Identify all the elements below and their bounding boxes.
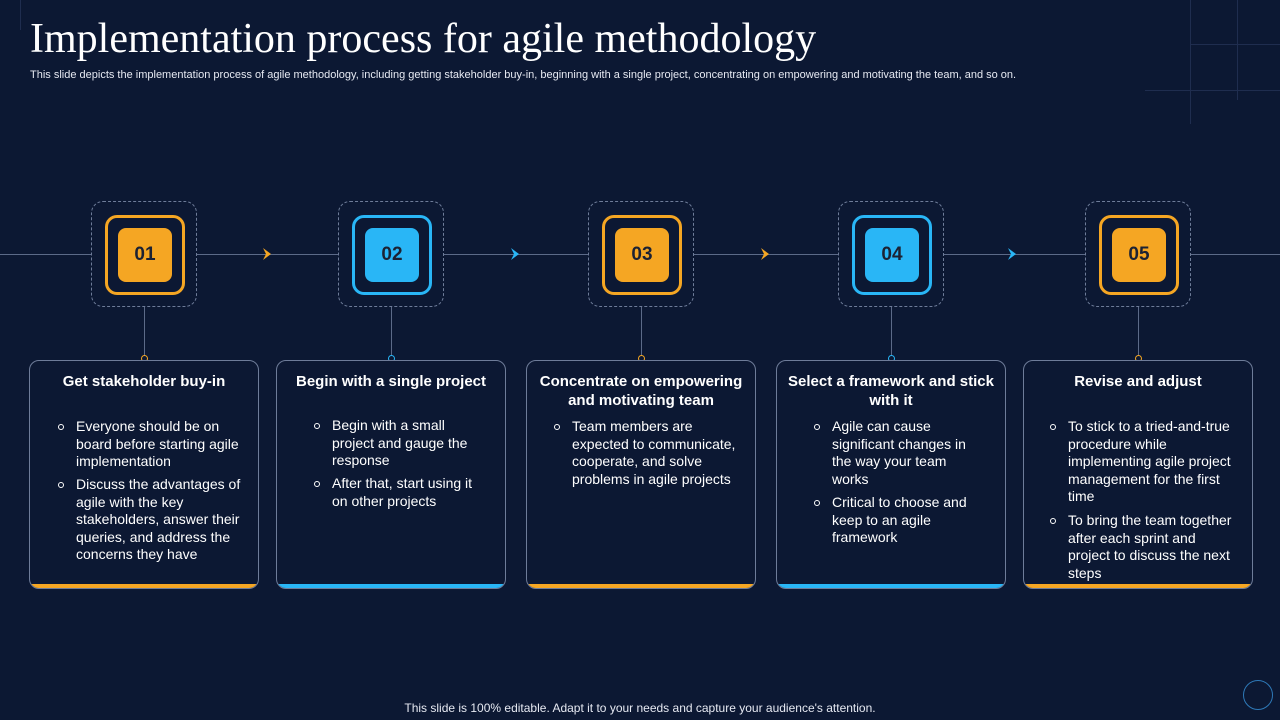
step-badge-ring: 05 (1099, 215, 1179, 295)
bullet-item: Team members are expected to communicate… (554, 418, 739, 488)
step-card: Select a framework and stick with it Agil… (776, 360, 1006, 589)
step-title: Revise and adjust (1074, 373, 1202, 390)
step-badge-ring: 03 (602, 215, 682, 295)
bullet-item: To stick to a tried-and-true procedure w… (1050, 418, 1238, 506)
bullet-item: To bring the team together after each sp… (1050, 512, 1238, 582)
step-number: 04 (865, 228, 919, 282)
step-title: Select a framework and stick with it (788, 373, 994, 409)
step-card: Concentrate on empowering and motivating… (526, 360, 756, 589)
step-badge-frame: 01 (91, 201, 197, 307)
card-accent-bar (1024, 584, 1252, 588)
bullet-list: Begin with a small project and gauge the… (314, 417, 483, 474)
bullet-list: Critical to choose and keep to an agile … (814, 494, 983, 551)
step-number: 05 (1112, 228, 1166, 282)
chevron-right-icon (761, 248, 769, 260)
decorative-circle (1243, 680, 1273, 710)
decorative-grid-line (1190, 0, 1191, 124)
bullet-item: Agile can cause significant changes in t… (814, 418, 983, 488)
bullet-item: Everyone should be on board before start… (58, 418, 244, 471)
step-connector (144, 307, 145, 358)
decorative-grid-line (1145, 90, 1280, 91)
step-badge-frame: 02 (338, 201, 444, 307)
bullet-list: Discuss the advantages of agile with the… (58, 476, 244, 568)
chevron-right-icon (263, 248, 271, 260)
bullet-list: To stick to a tried-and-true procedure w… (1050, 418, 1238, 510)
footer-note: This slide is 100% editable. Adapt it to… (404, 701, 876, 715)
step-title: Concentrate on empowering and motivating… (539, 373, 743, 409)
step-number: 02 (365, 228, 419, 282)
step-connector (391, 307, 392, 358)
bullet-list: Team members are expected to communicate… (554, 418, 739, 492)
bullet-item: Critical to choose and keep to an agile … (814, 494, 983, 547)
card-accent-bar (277, 584, 505, 588)
bullet-item: After that, start using it on other proj… (314, 475, 483, 510)
step-badge-ring: 02 (352, 215, 432, 295)
card-accent-bar (30, 584, 258, 588)
slide-subtitle: This slide depicts the implementation pr… (30, 69, 1017, 81)
bullet-list: To bring the team together after each sp… (1050, 512, 1238, 586)
bullet-item: Discuss the advantages of agile with the… (58, 476, 244, 564)
step-connector (1138, 307, 1139, 358)
chevron-right-icon (511, 248, 519, 260)
card-accent-bar (777, 584, 1005, 588)
step-badge-frame: 03 (588, 201, 694, 307)
step-badge-ring: 01 (105, 215, 185, 295)
step-badge-frame: 05 (1085, 201, 1191, 307)
decorative-grid-line (20, 0, 21, 30)
card-accent-bar (527, 584, 755, 588)
chevron-right-icon (1008, 248, 1016, 260)
step-number: 01 (118, 228, 172, 282)
decorative-grid-line (1190, 44, 1280, 45)
step-title: Begin with a single project (295, 373, 487, 390)
bullet-list: Agile can cause significant changes in t… (814, 418, 983, 492)
bullet-item: Begin with a small project and gauge the… (314, 417, 483, 470)
step-card: Revise and adjust To stick to a tried-and… (1023, 360, 1253, 589)
step-connector (891, 307, 892, 358)
step-number: 03 (615, 228, 669, 282)
step-title: Get stakeholder buy-in (62, 373, 226, 390)
step-connector (641, 307, 642, 358)
slide-title: Implementation process for agile methodo… (30, 16, 817, 62)
step-badge-frame: 04 (838, 201, 944, 307)
bullet-list: After that, start using it on other proj… (314, 475, 483, 514)
step-badge-ring: 04 (852, 215, 932, 295)
bullet-list: Everyone should be on board before start… (58, 418, 244, 475)
decorative-grid-line (1237, 0, 1238, 100)
